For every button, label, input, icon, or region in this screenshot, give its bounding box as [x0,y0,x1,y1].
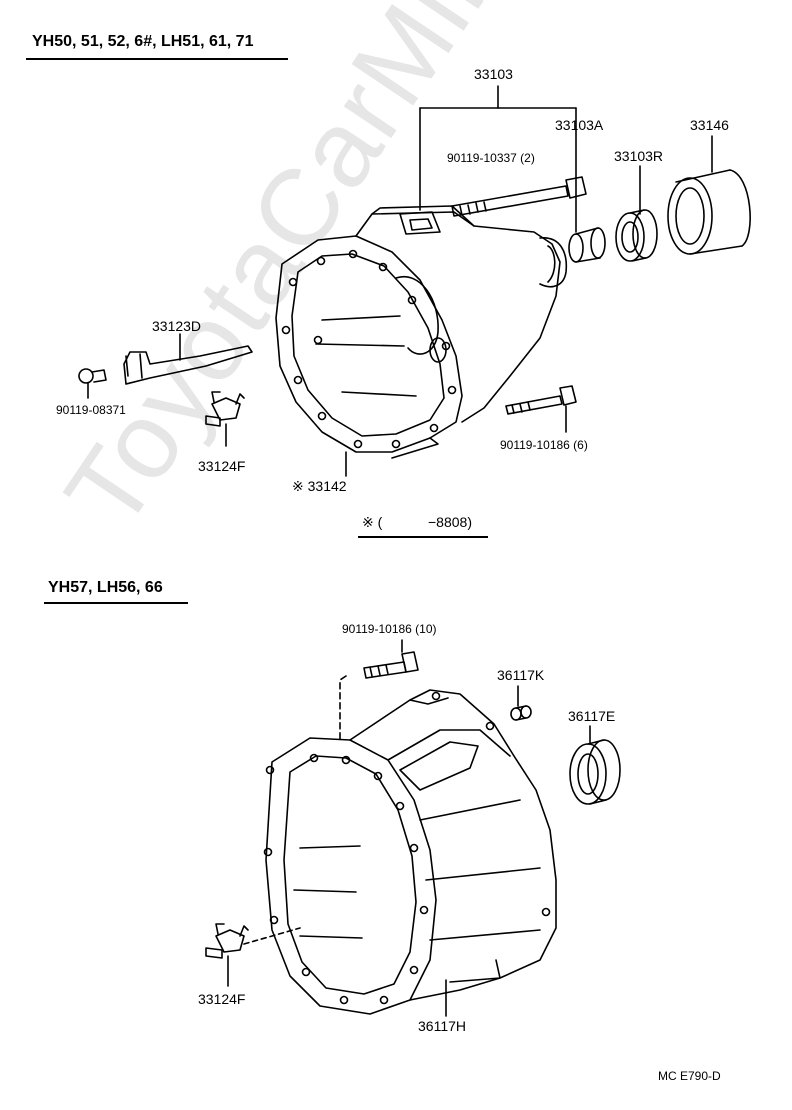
leader-33103 [419,85,577,233]
part-33103a-sleeve [568,227,606,263]
bolt-upper [451,176,587,217]
bolt-lower-top [505,385,577,433]
label-33142: ※ 33142 [292,478,347,494]
label-33146: 33146 [690,117,729,133]
label-bolt-bottom: 90119-10186 (10) [342,622,437,636]
part-33103r-seal [615,209,658,262]
section-bottom-rule [44,602,188,604]
bellhousing-top [275,205,568,459]
diagram-code: MC E790-D [658,1069,721,1083]
label-bolt-lower: 90119-10186 (6) [500,438,588,452]
part-33146-retainer [667,169,751,255]
footnote-date: −8808) [428,514,472,530]
housing-36117h [263,689,557,1015]
fork-bolt [78,368,107,399]
pivot-33124f-bottom [205,923,301,987]
label-33103: 33103 [474,66,513,82]
section-top-header: YH50, 51, 52, 6#, LH51, 61, 71 [32,33,254,50]
label-36117k: 36117K [497,667,545,683]
footnote-mark: ※ ( [362,514,383,530]
release-fork-33123d [123,333,253,385]
seal-36117e [569,725,621,805]
label-36117e: 36117E [568,708,616,724]
pivot-33124f-top [205,391,245,447]
footnote-rule [358,536,488,538]
section-bottom-header: YH57, LH56, 66 [48,579,163,596]
bolt-bottom [339,639,419,741]
label-36117h: 36117H [418,1018,467,1034]
label-33103a: 33103A [555,117,604,133]
label-fork-bolt: 90119-08371 [56,403,126,417]
section-top-rule [26,58,288,60]
pin-36117k [510,685,532,721]
label-33103r: 33103R [614,148,664,164]
label-33124f-bottom: 33124F [198,991,246,1007]
label-33123d: 33123D [152,318,202,334]
label-33124f-top: 33124F [198,458,246,474]
label-bolt-upper: 90119-10337 (2) [447,151,535,165]
